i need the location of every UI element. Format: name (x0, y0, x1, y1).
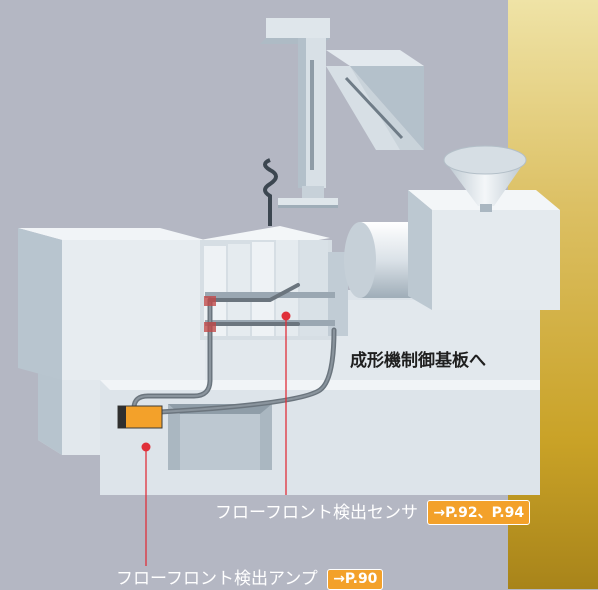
amplifier-box (117, 405, 163, 429)
amp-page-ref[interactable]: →P.90 (327, 569, 384, 590)
sensor-bracket-bottom (204, 322, 216, 332)
amp-callout-dot (141, 442, 151, 452)
amp-label: フローフロント検出アンプ →P.90 (116, 564, 384, 590)
sensor-page-ref[interactable]: →P.92、P.94 (427, 500, 531, 525)
sensor-label: フローフロント検出センサ →P.92、P.94 (215, 498, 531, 525)
sensor-callout-dot (281, 311, 291, 321)
amp-label-text: フローフロント検出アンプ (116, 569, 318, 589)
hopper (443, 145, 527, 212)
control-board-label: 成形機制御基板へ (350, 351, 486, 371)
signal-cable (131, 283, 337, 421)
sensor-bracket-top (204, 296, 216, 306)
callout-lines (141, 311, 291, 566)
robot-arm (260, 18, 424, 226)
sensor-label-text: フローフロント検出センサ (215, 503, 418, 523)
clamp-block (18, 228, 205, 380)
